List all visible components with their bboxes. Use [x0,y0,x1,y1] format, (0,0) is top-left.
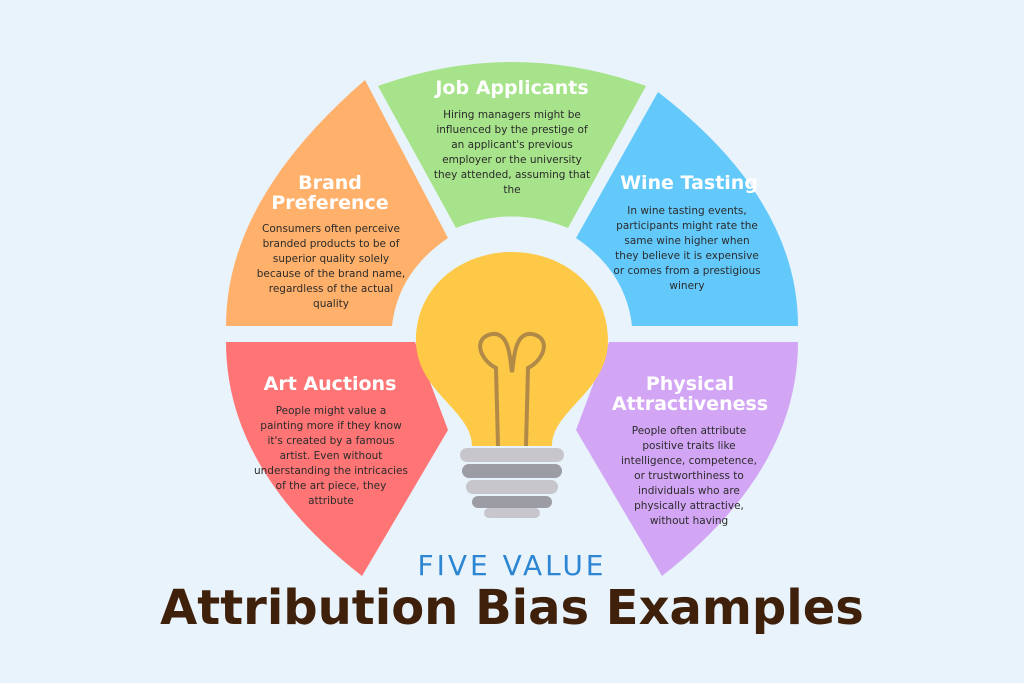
bulb-base-tip [484,508,540,518]
subtitle: FIVE VALUE [417,549,607,582]
brand-preference-description: Consumers often perceive branded product… [256,223,406,310]
physical-attractiveness-title-line-2: Attractiveness [611,393,769,415]
physical-attractiveness-description: People often attribute positive traits l… [621,425,757,527]
wine-tasting-title: Wine Tasting [600,173,778,193]
bulb-base-ring-1 [460,448,564,462]
segment-job-applicants [378,62,646,228]
bulb-base-ring-2 [462,464,562,478]
job-applicants-title: Job Applicants [412,78,612,98]
brand-preference-title: Brand Preference [240,173,420,213]
bulb-base-ring-4 [472,496,552,508]
bulb-glass [416,252,608,446]
art-auctions-description: People might value a painting more if th… [254,405,408,507]
wine-tasting-description: In wine tasting events, participants mig… [613,205,761,292]
job-applicants-description: Hiring managers might be influenced by t… [433,109,591,196]
segment-brand-preference [226,80,448,326]
brand-preference-title-line-1: Brand [298,172,362,194]
brand-preference-title-line-2: Preference [271,192,389,214]
art-auctions-title: Art Auctions [240,374,420,394]
art-auctions-title-line: Art Auctions [263,373,397,395]
main-title: Attribution Bias Examples [160,580,864,636]
job-applicants-title-line: Job Applicants [435,77,589,99]
physical-attractiveness-title: Physical Attractiveness [600,374,780,414]
wine-tasting-title-line: Wine Tasting [620,172,758,194]
light-bulb-icon [416,252,608,518]
segment-art-auctions [226,342,448,576]
physical-attractiveness-title-line-1: Physical [645,373,735,395]
bulb-filament [478,332,546,447]
segment-physical-attractiveness [576,342,798,576]
segment-wine-tasting [576,92,798,326]
bulb-base-ring-3 [466,480,558,494]
